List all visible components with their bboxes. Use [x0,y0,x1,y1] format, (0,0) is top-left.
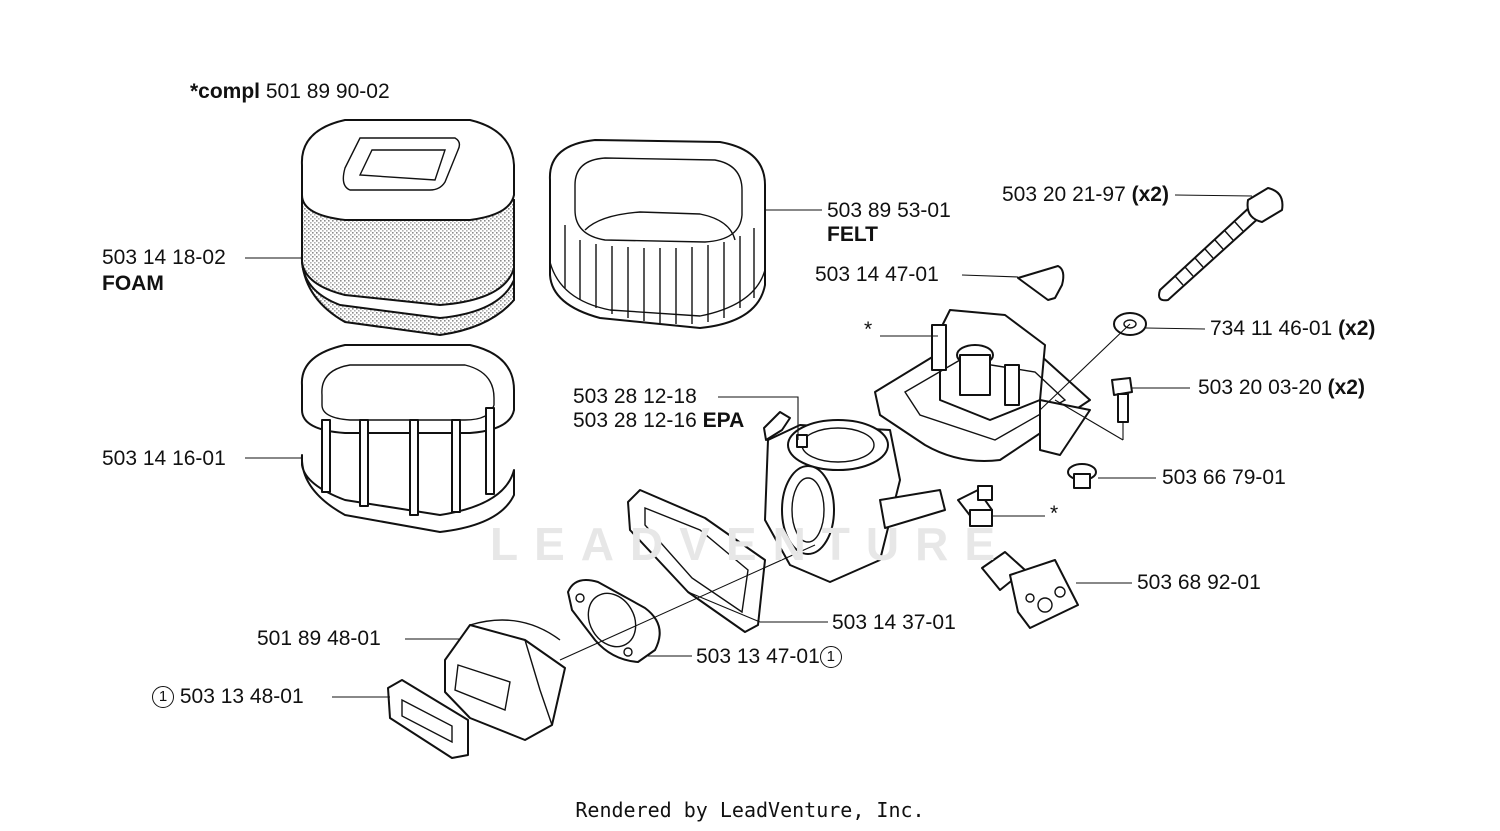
fitting-star: * [1050,502,1059,525]
intake-part [444,619,566,741]
compl-prefix: *compl [190,80,261,103]
carb-label-1: 503 28 12-18 [573,385,697,408]
gasket-small-part [387,679,469,759]
fitting-part [957,485,993,527]
compl-number: 501 89 90-02 [265,80,390,103]
compl-label: *compl 501 89 90-02 [190,80,390,104]
carburetor-part [763,411,946,583]
leader-lines [245,194,1253,698]
ref-circle-1: 1 [819,646,842,668]
screw-part [1111,377,1133,423]
valve-label: 503 68 92-01 [1137,571,1261,594]
felt-filter-part [548,139,766,329]
gasket-small-label: 1 503 13 48-01 [152,685,304,709]
felt-number: 503 89 53-01 [827,199,951,222]
foam-number: 503 14 18-02 [102,246,226,269]
footer-credit: Rendered by LeadVenture, Inc. [575,798,925,822]
frame-label: 503 14 16-01 [102,447,226,470]
foam-text: FOAM [102,272,164,295]
gasket-frame-part [627,489,766,633]
intake-label: 501 89 48-01 [257,627,381,650]
bolt-label: 503 20 21-97 (x2) [1002,183,1169,206]
carb-label-2: 503 28 12-16 EPA [573,409,745,432]
ref-circle-1b: 1 [152,686,174,708]
housing-star: * [864,318,873,341]
gasket-frame-label: 503 14 37-01 [832,611,956,634]
plug-label: 503 66 79-01 [1162,466,1286,489]
gasket-round-part [567,579,661,663]
washer-label: 734 11 46-01 (x2) [1210,317,1376,340]
filter-frame-part [300,344,515,533]
wedge-label: 503 14 47-01 [815,263,939,286]
watermark: LEADVENTURE [490,518,1012,570]
screw-label: 503 20 03-20 (x2) [1198,376,1365,399]
bolt-part [1158,187,1284,302]
wedge-part [1017,265,1065,301]
plug-part [1067,463,1097,489]
foam-filter-part [300,119,515,337]
air-housing-part [874,309,1091,462]
valve-part [981,551,1079,629]
felt-text: FELT [827,223,878,246]
